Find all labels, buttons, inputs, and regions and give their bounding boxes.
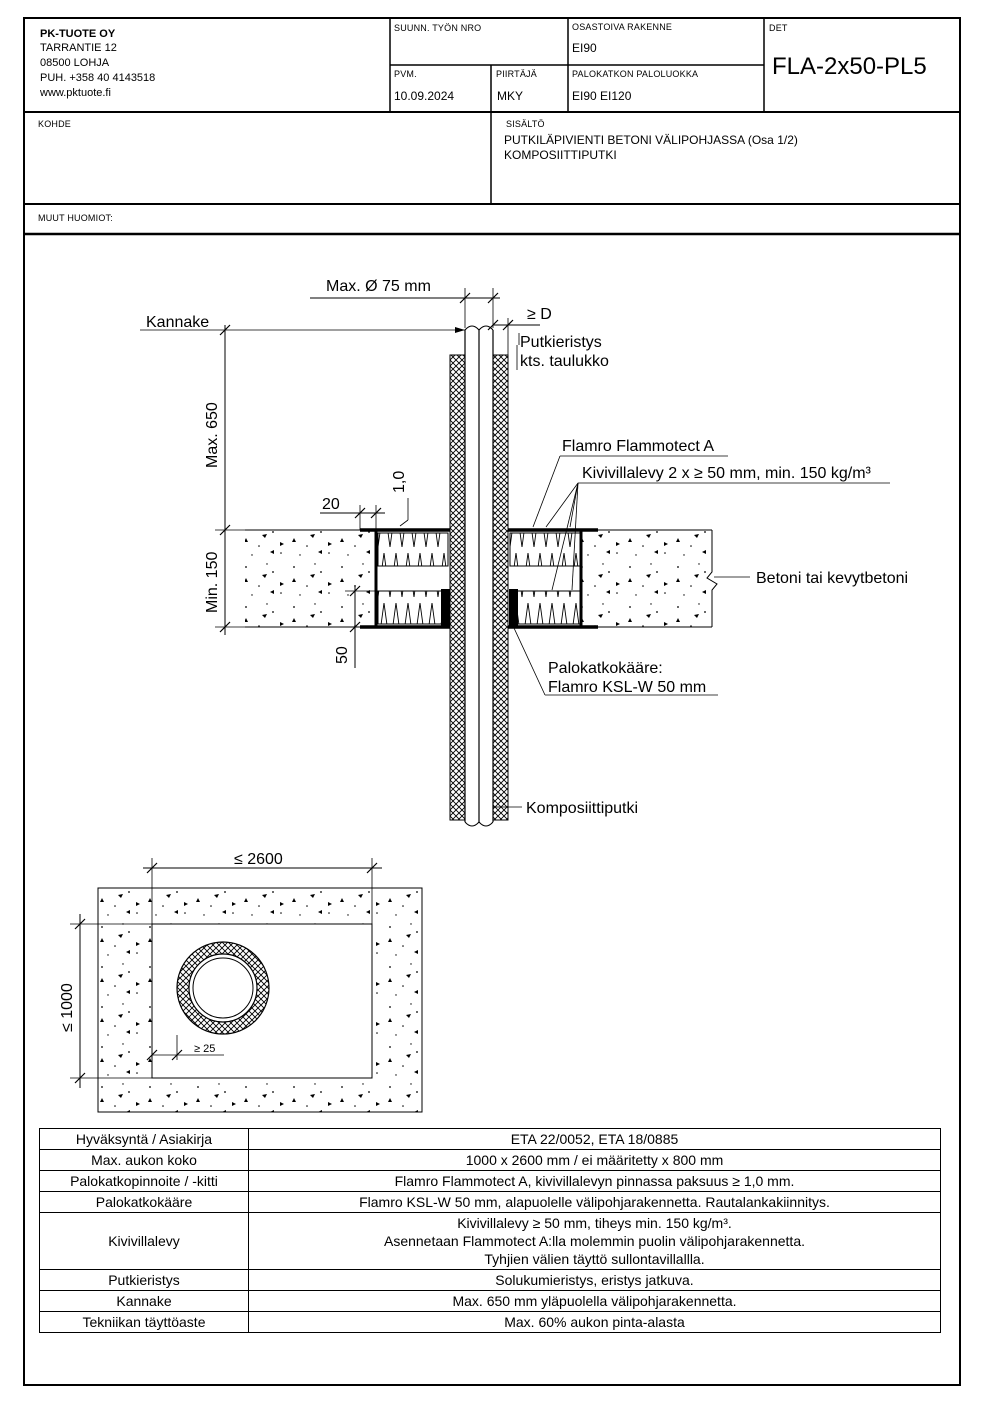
company-phone: PUH. +358 40 4143518 bbox=[40, 72, 156, 84]
det-label: DET bbox=[769, 23, 788, 33]
slab-right bbox=[582, 530, 712, 627]
spec-value: Kivivillalevy ≥ 50 mm, tiheys min. 150 k… bbox=[248, 1212, 941, 1270]
company-address1: TARRANTIE 12 bbox=[40, 42, 117, 54]
table-row: Putkieristys Solukumieristys, eristys ja… bbox=[39, 1269, 941, 1291]
plan-pipe-outer bbox=[188, 953, 258, 1023]
table-row: Palokatkokääre Flamro KSL-W 50 mm, alapu… bbox=[39, 1191, 941, 1213]
contents-line1: PUTKILÄPIVIENTI BETONI VÄLIPOHJASSA (Osa… bbox=[504, 133, 798, 147]
company-name: PK-TUOTE OY bbox=[40, 28, 116, 40]
table-row: Kannake Max. 650 mm yläpuolella välipohj… bbox=[39, 1290, 941, 1312]
wool-right-top bbox=[509, 532, 581, 567]
structure-label: OSASTOIVA RAKENNE bbox=[572, 22, 673, 32]
dim50-label: 50 bbox=[334, 646, 351, 664]
spec-value: Flamro KSL-W 50 mm, alapuolelle välipohj… bbox=[248, 1191, 941, 1213]
concrete-label: Betoni tai kevytbetoni bbox=[756, 570, 908, 587]
min150-label: Min. 150 bbox=[204, 552, 221, 613]
spec-key: Hyväksyntä / Asiakirja bbox=[39, 1128, 249, 1150]
table-row: Hyväksyntä / Asiakirja ETA 22/0052, ETA … bbox=[39, 1128, 941, 1150]
spec-value: ETA 22/0052, ETA 18/0885 bbox=[248, 1128, 941, 1150]
d-min-label: ≥ D bbox=[527, 306, 552, 323]
table-row: Palokatkopinnoite / -kitti Flamro Flammo… bbox=[39, 1170, 941, 1192]
collar-label-1: Palokatkokääre: bbox=[548, 660, 663, 677]
date-label: PVM. bbox=[394, 69, 417, 79]
plan-pipe-inner bbox=[192, 957, 254, 1019]
slab-left bbox=[245, 530, 375, 627]
company-web: www.pktuote.fi bbox=[40, 87, 111, 99]
table-row: Kivivillalevy Kivivillalevy ≥ 50 mm, tih… bbox=[39, 1212, 941, 1270]
spec-key: Tekniikan täyttöaste bbox=[39, 1311, 249, 1333]
plan-height-label: ≤ 1000 bbox=[59, 983, 76, 1032]
wool-left-top bbox=[377, 532, 449, 567]
spec-key: Kannake bbox=[39, 1290, 249, 1312]
fire-class-value: EI90 EI120 bbox=[572, 89, 632, 103]
wool-left-bottom bbox=[377, 590, 449, 625]
mineral-wool-label: Kivivillalevy 2 x ≥ 50 mm, min. 150 kg/m… bbox=[582, 465, 872, 482]
spec-key: Kivivillalevy bbox=[39, 1212, 249, 1270]
drawer-value: MKY bbox=[497, 89, 524, 103]
spec-key: Palokatkokääre bbox=[39, 1191, 249, 1213]
det-code: FLA-2x50-PL5 bbox=[772, 53, 927, 80]
spec-value: 1000 x 2600 mm / ei määritetty x 800 mm bbox=[248, 1149, 941, 1171]
bracket-label: Kannake bbox=[146, 314, 209, 331]
pipe-label: Komposiittiputki bbox=[526, 800, 638, 817]
collar-right bbox=[509, 589, 518, 627]
table-row: Max. aukon koko 1000 x 2600 mm / ei määr… bbox=[39, 1149, 941, 1171]
insulation-label-1: Putkieristys bbox=[520, 334, 602, 351]
drawer-label: PIIRTÄJÄ bbox=[496, 69, 537, 79]
fire-class-label: PALOKATKON PALOLUOKKA bbox=[572, 69, 699, 79]
collar-label-2: Flamro KSL-W 50 mm bbox=[548, 679, 706, 696]
dim20-label: 20 bbox=[322, 496, 340, 513]
dim10-label: 1,0 bbox=[391, 471, 408, 493]
company-address2: 08500 LOHJA bbox=[40, 57, 110, 69]
spec-value: Max. 60% aukon pinta-alasta bbox=[248, 1311, 941, 1333]
collar-left bbox=[441, 589, 450, 627]
notes-label: MUUT HUOMIOT: bbox=[38, 213, 113, 223]
spec-value: Solukumieristys, eristys jatkuva. bbox=[248, 1269, 941, 1291]
contents-line2: KOMPOSIITTIPUTKI bbox=[504, 148, 617, 162]
spec-key: Max. aukon koko bbox=[39, 1149, 249, 1171]
plan-width-label: ≤ 2600 bbox=[234, 851, 283, 868]
max650-label: Max. 650 bbox=[204, 402, 221, 468]
insulation-label-2: kts. taulukko bbox=[520, 353, 609, 370]
object-label: KOHDE bbox=[38, 119, 72, 129]
contents-label: SISÄLTÖ bbox=[506, 119, 545, 129]
work-no-label: SUUNN. TYÖN NRO bbox=[394, 23, 482, 33]
date-value: 10.09.2024 bbox=[394, 89, 455, 103]
flammotect-label: Flamro Flammotect A bbox=[562, 438, 714, 455]
spec-value: Max. 650 mm yläpuolella välipohjarakenne… bbox=[248, 1290, 941, 1312]
spec-key: Palokatkopinnoite / -kitti bbox=[39, 1170, 249, 1192]
plan-gap-label: ≥ 25 bbox=[194, 1043, 215, 1055]
max-diameter-label: Max. Ø 75 mm bbox=[326, 278, 431, 295]
structure-value: EI90 bbox=[572, 41, 597, 55]
table-row: Tekniikan täyttöaste Max. 60% aukon pint… bbox=[39, 1311, 941, 1333]
spec-table: Hyväksyntä / Asiakirja ETA 22/0052, ETA … bbox=[39, 1128, 941, 1333]
spec-value: Flamro Flammotect A, kivivillalevyn pinn… bbox=[248, 1170, 941, 1192]
spec-key: Putkieristys bbox=[39, 1269, 249, 1291]
